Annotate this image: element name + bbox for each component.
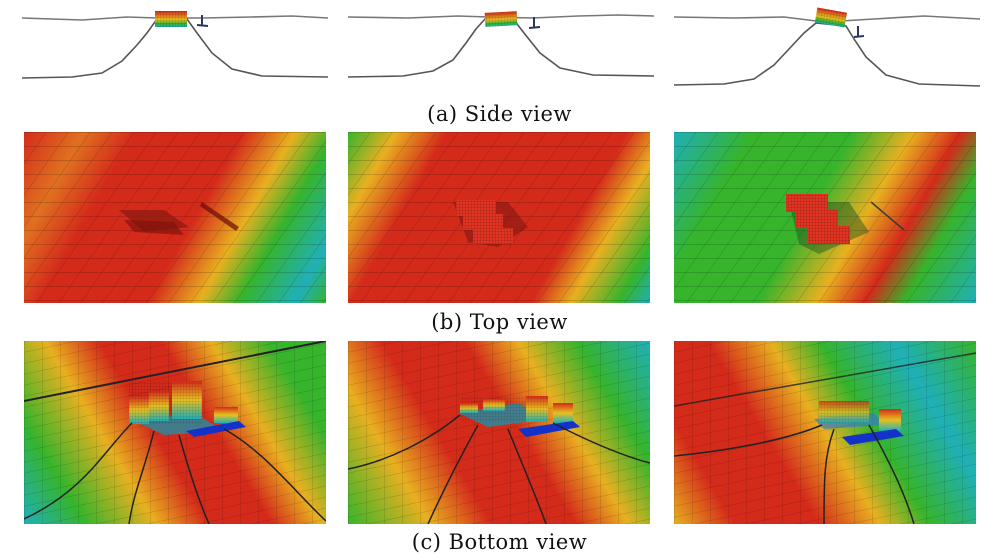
top-view-panel-3 [674,132,976,303]
side-view-panel-3 [674,5,980,90]
caption-top-view: (b) Top view [431,310,568,334]
top-view-panel-1 [24,132,326,303]
caption-bottom-view: (c) Bottom view [411,530,588,554]
bottom-view-panel-3 [674,341,976,524]
side-view-panel-2 [348,5,654,90]
bottom-view-panel-2 [348,341,650,524]
caption-side-view: (a) Side view [427,102,572,126]
bottom-view-panel-1 [24,341,326,524]
top-view-panel-2 [348,132,650,303]
side-view-panel-1 [22,5,328,90]
